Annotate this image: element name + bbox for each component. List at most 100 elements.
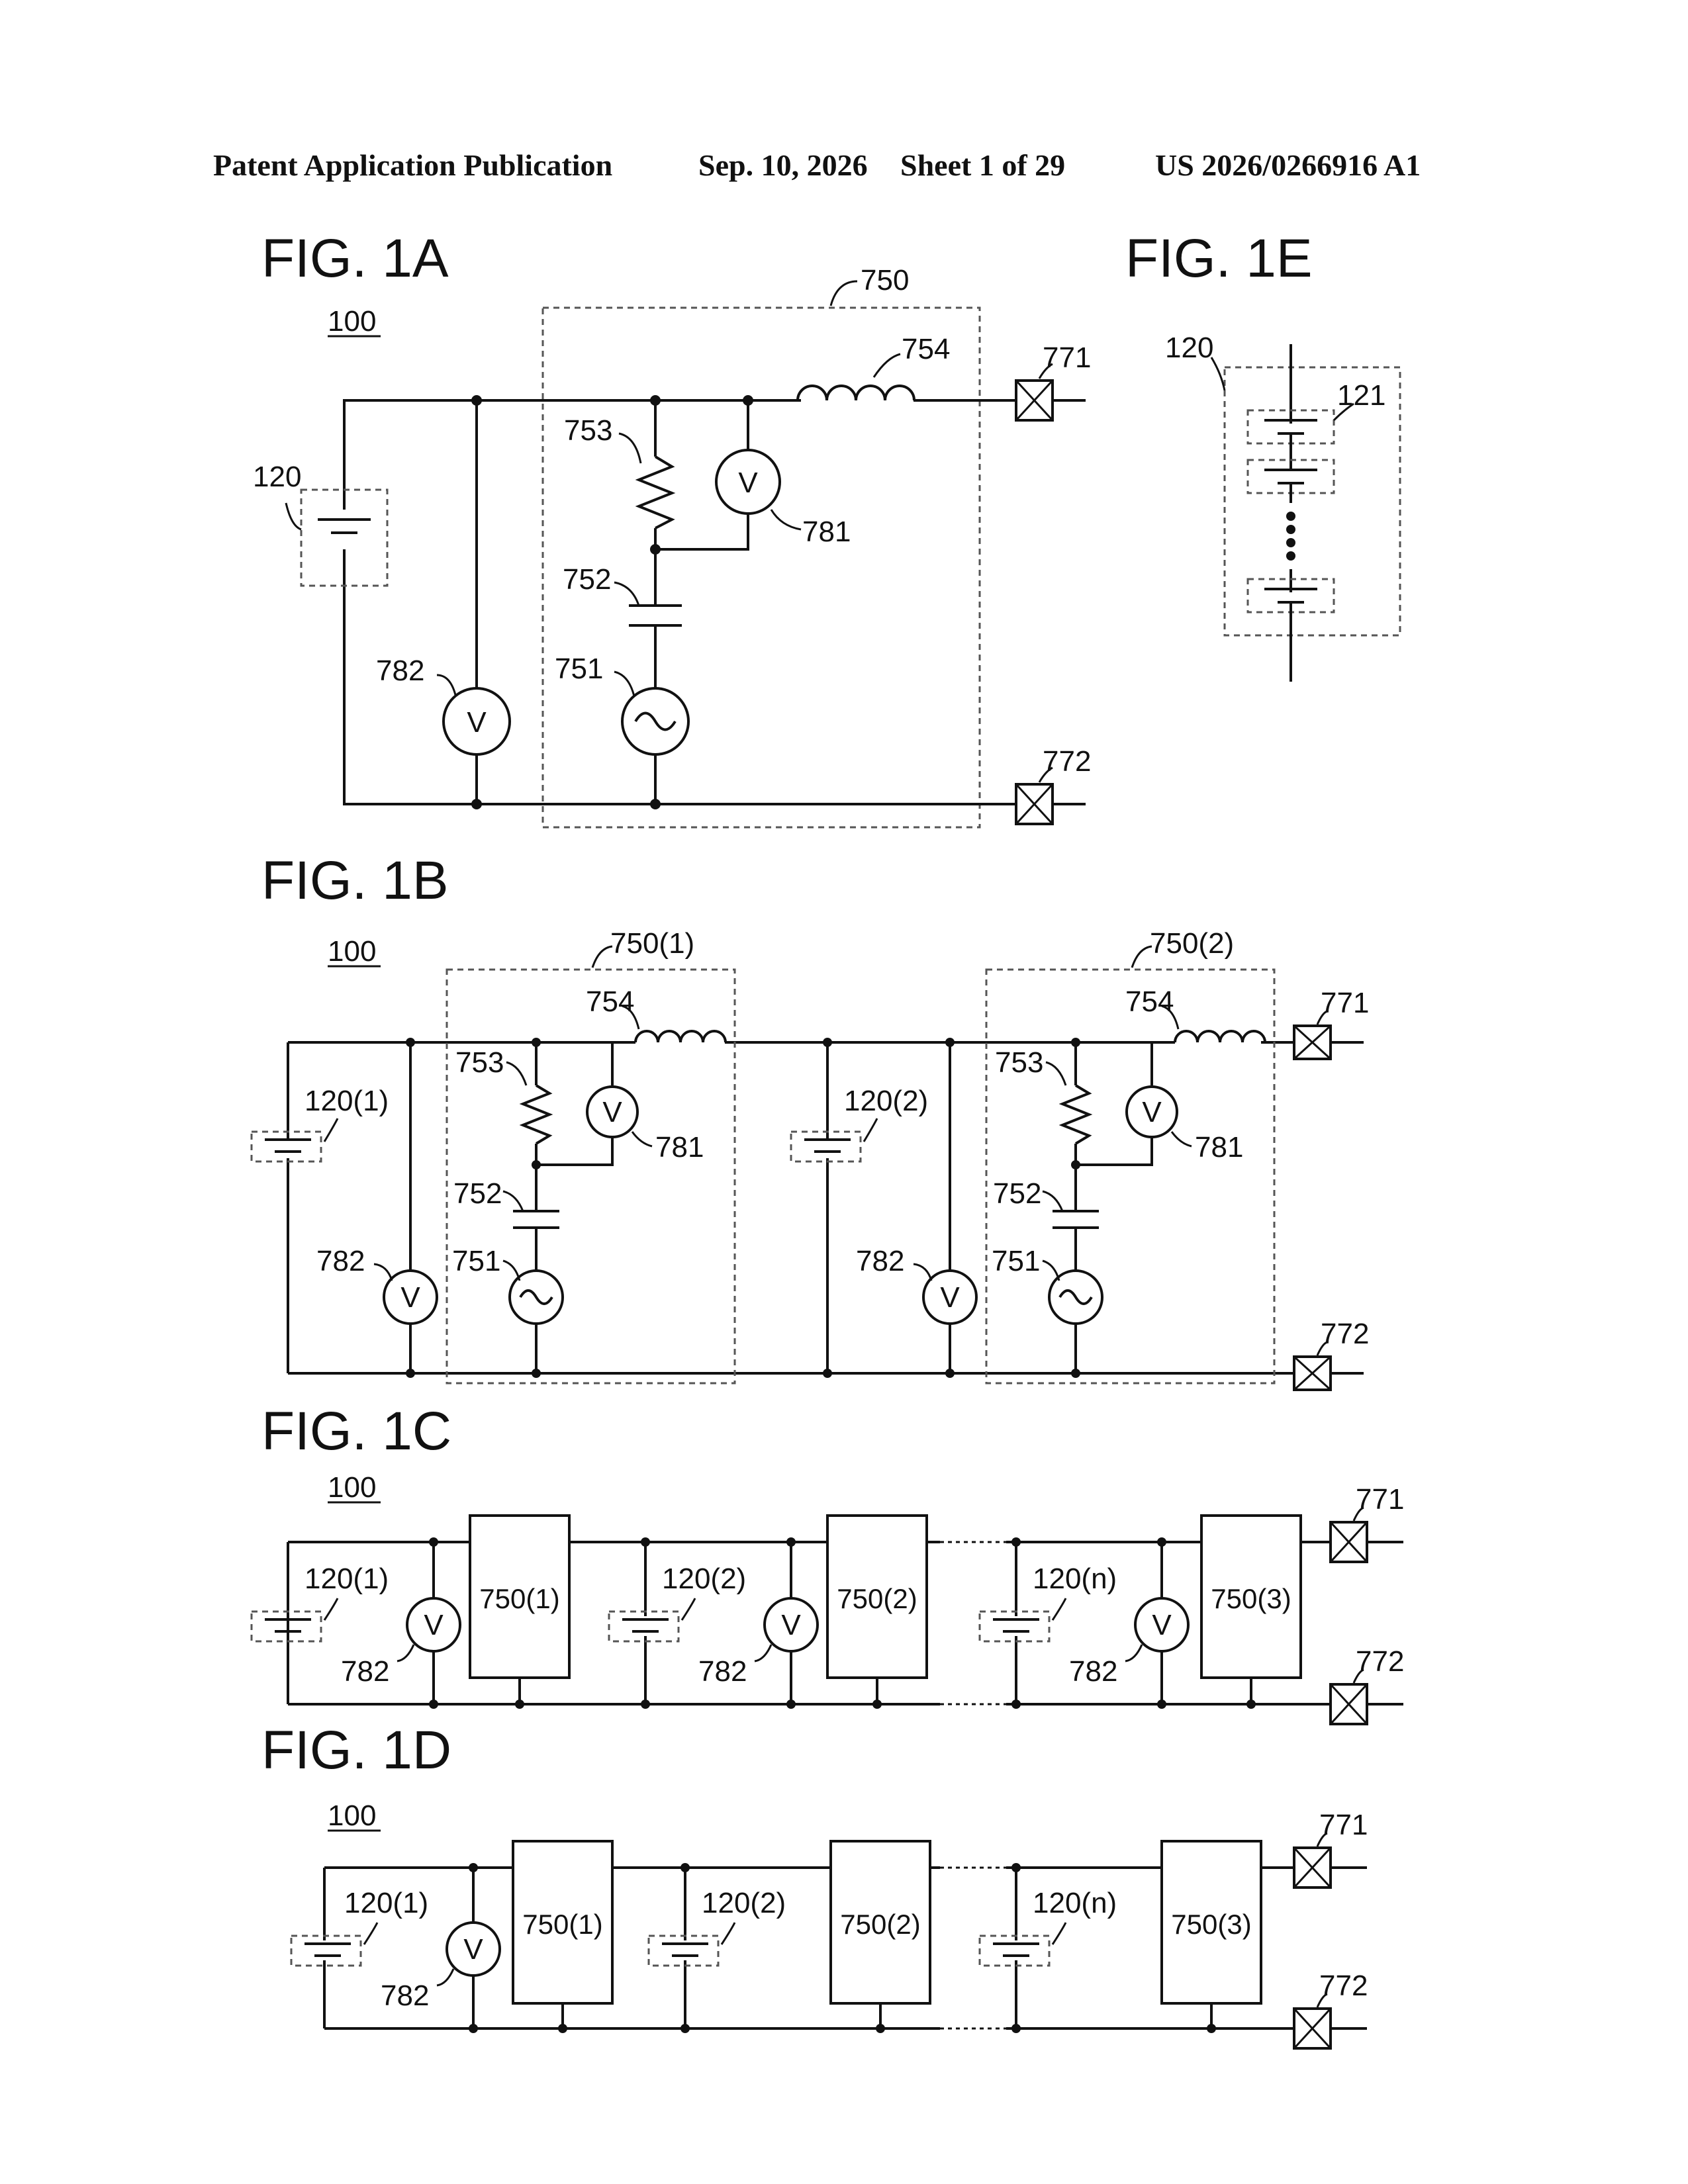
block-750-2-label: 750(2) bbox=[837, 1583, 917, 1614]
terminal-771-label: 771 bbox=[1043, 341, 1091, 374]
figure-1b: FIG. 1B 100 120(1) 120(2) 750(1) V bbox=[252, 850, 1369, 1390]
module-750-1-label: 750(1) bbox=[610, 927, 694, 960]
junction-dot bbox=[429, 1700, 438, 1709]
device-label: 100 bbox=[328, 1471, 376, 1504]
battery-120-leader bbox=[286, 503, 301, 529]
resistor-753 bbox=[523, 1085, 549, 1144]
inductor-754-label: 754 bbox=[586, 985, 634, 1018]
page-header: Patent Application Publication Sep. 10, … bbox=[213, 148, 1421, 182]
wire bbox=[536, 1137, 612, 1165]
junction-dot bbox=[945, 1369, 955, 1378]
voltmeter-781-label: 781 bbox=[655, 1131, 704, 1163]
resistor-753 bbox=[639, 457, 672, 528]
module-750-leader bbox=[831, 281, 857, 306]
voltmeter-symbol: V bbox=[940, 1281, 960, 1314]
voltmeter-782-label: 782 bbox=[698, 1655, 747, 1688]
resistor-753-label: 753 bbox=[564, 414, 612, 447]
ac-source-751-leader bbox=[614, 672, 634, 696]
junction-dot bbox=[823, 1369, 832, 1378]
figure-1a-title: FIG. 1A bbox=[261, 228, 449, 289]
battery-120-1-outline bbox=[252, 1612, 321, 1641]
resistor-753-leader bbox=[619, 433, 641, 463]
junction-dot bbox=[650, 395, 661, 406]
junction-dot bbox=[532, 1369, 541, 1378]
junction-dot bbox=[872, 1700, 882, 1709]
junction-dot bbox=[471, 799, 482, 809]
junction-dot bbox=[1157, 1700, 1166, 1709]
junction-dot bbox=[1011, 1863, 1021, 1872]
publication-date: Sep. 10, 2026 bbox=[698, 148, 868, 182]
voltmeter-782-leader bbox=[755, 1645, 771, 1661]
voltmeter-symbol: V bbox=[602, 1096, 622, 1128]
junction-dot bbox=[743, 395, 753, 406]
figure-1e-title: FIG. 1E bbox=[1125, 228, 1313, 289]
junction-dot bbox=[532, 1160, 541, 1169]
junction-dot bbox=[945, 1038, 955, 1047]
junction-dot bbox=[469, 2024, 478, 2033]
junction-dot bbox=[406, 1038, 415, 1047]
junction-dot bbox=[786, 1537, 796, 1547]
voltmeter-782-label: 782 bbox=[316, 1245, 365, 1277]
ellipsis-dot bbox=[1286, 512, 1295, 521]
battery-gap bbox=[324, 510, 364, 549]
junction-dot bbox=[641, 1700, 650, 1709]
battery-120-2-label: 120(2) bbox=[662, 1563, 746, 1595]
voltmeter-782-label: 782 bbox=[1069, 1655, 1117, 1688]
resistor-753-label: 753 bbox=[995, 1046, 1043, 1079]
voltmeter-781-leader bbox=[632, 1132, 652, 1146]
capacitor-752-label: 752 bbox=[453, 1177, 502, 1210]
voltmeter-782-leader bbox=[437, 1969, 453, 1985]
block-750-3-label: 750(3) bbox=[1211, 1583, 1291, 1614]
battery-120-1-leader bbox=[324, 1598, 338, 1620]
voltmeter-symbol: V bbox=[781, 1609, 801, 1641]
voltmeter-symbol: V bbox=[463, 1933, 483, 1966]
battery-120-1-label: 120(1) bbox=[305, 1563, 389, 1595]
battery-gap bbox=[268, 1138, 308, 1158]
junction-dot bbox=[1071, 1160, 1080, 1169]
junction-dot bbox=[876, 2024, 885, 2033]
terminal-771-label: 771 bbox=[1321, 987, 1369, 1019]
battery-gap bbox=[808, 1138, 847, 1158]
junction-dot bbox=[650, 799, 661, 809]
junction-dot bbox=[1071, 1369, 1080, 1378]
publication-label: Patent Application Publication bbox=[213, 148, 612, 182]
junction-dot bbox=[1246, 1700, 1256, 1709]
junction-dot bbox=[469, 1863, 478, 1872]
voltmeter-782-label: 782 bbox=[856, 1245, 904, 1277]
junction-dot bbox=[650, 544, 661, 555]
junction-dot bbox=[1207, 2024, 1216, 2033]
capacitor-752-leader bbox=[1043, 1191, 1062, 1211]
junction-dot bbox=[471, 395, 482, 406]
junction-dot bbox=[1071, 1038, 1080, 1047]
junction-dot bbox=[429, 1537, 438, 1547]
figure-1e: FIG. 1E 120 121 bbox=[1125, 228, 1400, 682]
battery-120-2-label: 120(2) bbox=[702, 1887, 786, 1919]
wire bbox=[1076, 1137, 1152, 1165]
ac-source-751-label: 751 bbox=[555, 653, 603, 685]
voltmeter-782-leader bbox=[1125, 1645, 1142, 1661]
voltmeter-782-leader bbox=[374, 1264, 392, 1281]
figure-1d: FIG. 1D 100 120(1) V 782 750(1) bbox=[261, 1720, 1368, 2048]
capacitor-752-leader bbox=[614, 582, 639, 606]
battery-120-n-leader bbox=[1053, 1598, 1066, 1620]
voltmeter-symbol: V bbox=[1142, 1096, 1162, 1128]
junction-dot bbox=[1011, 1700, 1021, 1709]
voltmeter-symbol: V bbox=[424, 1609, 444, 1641]
battery-120-1-label: 120(1) bbox=[305, 1085, 389, 1117]
capacitor-752-label: 752 bbox=[993, 1177, 1041, 1210]
block-750-1-label: 750(1) bbox=[522, 1909, 602, 1940]
battery-120-2-leader bbox=[682, 1598, 695, 1620]
resistor-753-leader bbox=[1046, 1062, 1066, 1085]
junction-dot bbox=[641, 1537, 650, 1547]
inductor-754 bbox=[635, 1031, 726, 1042]
battery-120-2-leader bbox=[864, 1118, 877, 1142]
inductor-754-label: 754 bbox=[902, 333, 950, 365]
module-750-2-leader bbox=[1132, 946, 1152, 968]
battery-120-label: 120 bbox=[253, 461, 301, 493]
junction-dot bbox=[558, 2024, 567, 2033]
battery-120-1-leader bbox=[364, 1923, 377, 1944]
junction-dot bbox=[1011, 1537, 1021, 1547]
voltmeter-782-label: 782 bbox=[341, 1655, 389, 1688]
junction-dot bbox=[823, 1038, 832, 1047]
terminal-772-label: 772 bbox=[1319, 1970, 1368, 2002]
